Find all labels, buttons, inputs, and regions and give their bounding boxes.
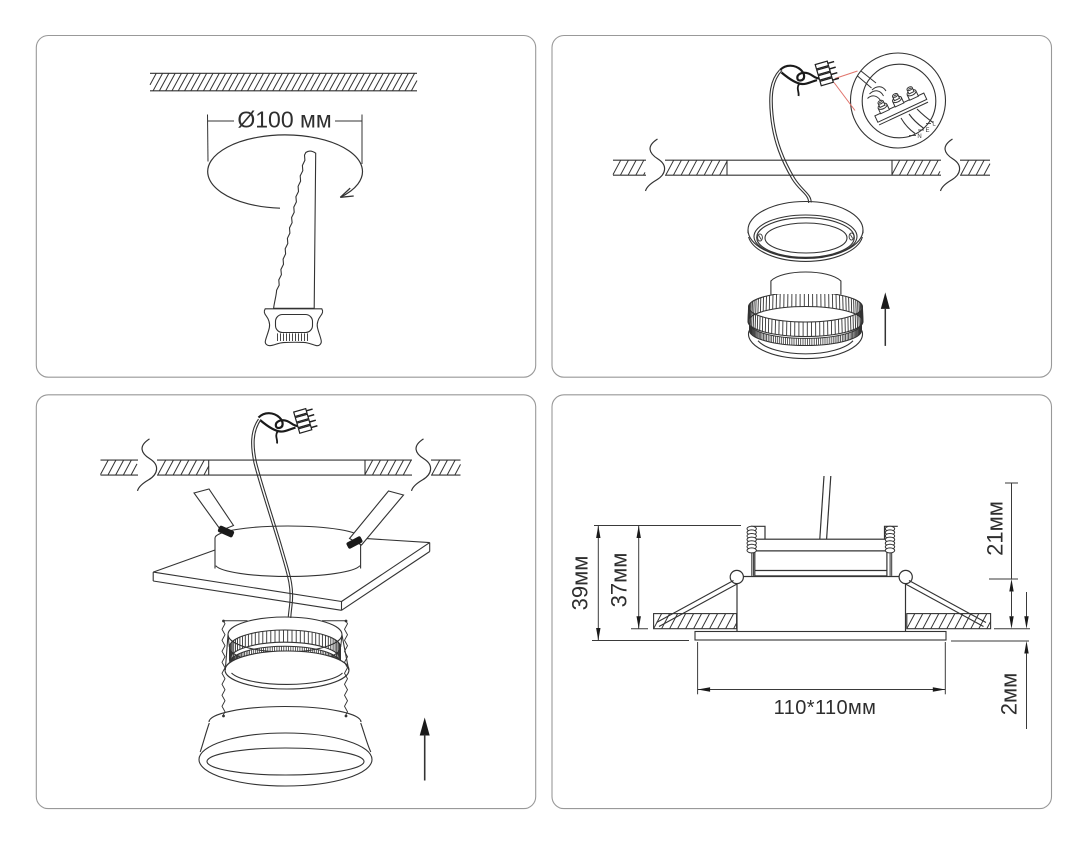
svg-text:21мм: 21мм xyxy=(983,501,1008,556)
svg-text:Ø100 мм: Ø100 мм xyxy=(237,107,331,133)
svg-text:2мм: 2мм xyxy=(997,673,1022,716)
svg-text:N: N xyxy=(917,134,921,140)
svg-text:39мм: 39мм xyxy=(568,556,593,611)
svg-text:E: E xyxy=(925,128,929,134)
svg-text:110*110мм: 110*110мм xyxy=(774,697,877,719)
svg-text:37мм: 37мм xyxy=(607,553,632,608)
svg-text:L: L xyxy=(932,122,936,128)
